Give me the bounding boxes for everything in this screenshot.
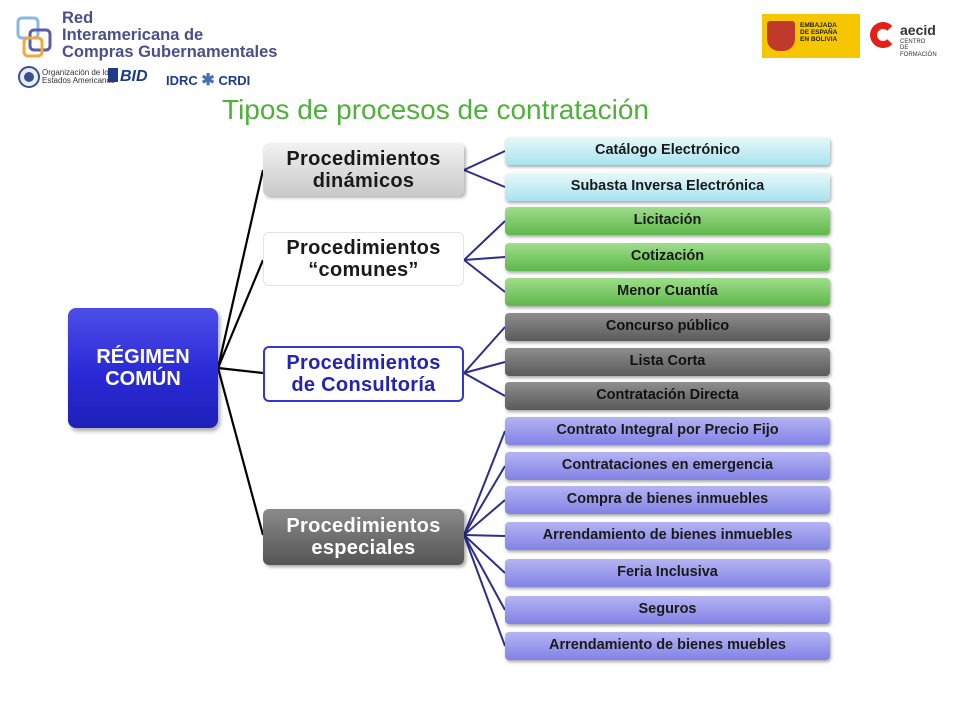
connector-cat1-leaf2 bbox=[463, 169, 506, 188]
leaf-seguros: Seguros bbox=[505, 596, 830, 624]
embajada-logo: EMBAJADA DE ESPAÑA EN BOLIVIA bbox=[762, 14, 860, 58]
page-title: Tipos de procesos de contratación bbox=[222, 94, 649, 125]
embajada-text: EMBAJADA DE ESPAÑA EN BOLIVIA bbox=[800, 22, 838, 43]
category-comunes: Procedimientos “comunes” bbox=[263, 232, 464, 286]
leaf-menor-cuantia: Menor Cuantía bbox=[505, 278, 830, 306]
category-consultoria: Procedimientos de Consultoría bbox=[263, 346, 464, 402]
logo-line-3: Compras Gubernamentales bbox=[62, 42, 278, 61]
connector-cat4-leaf1 bbox=[463, 430, 506, 536]
connector-cat4-leaf5 bbox=[463, 534, 506, 574]
logo-line-2: Interamericana de bbox=[62, 25, 204, 44]
category-especiales: Procedimientos especiales bbox=[263, 509, 464, 565]
leaf-feria-inclusiva: Feria Inclusiva bbox=[505, 559, 830, 587]
aecid-sub-line-1: CENTRO bbox=[900, 39, 926, 45]
category-line-2: de Consultoría bbox=[291, 374, 436, 396]
idrc-logo: IDRC ✱ CRDI bbox=[166, 70, 250, 90]
connector-cat4-leaf7 bbox=[463, 534, 506, 647]
bid-logo-icon bbox=[108, 68, 118, 82]
connector-root-cat3 bbox=[217, 366, 264, 375]
oea-seal-icon bbox=[18, 66, 40, 88]
connector-cat4-leaf2 bbox=[463, 465, 506, 536]
leaf-contrataciones-emergencia: Contrataciones en emergencia bbox=[505, 452, 830, 480]
aecid-text: aecid bbox=[900, 22, 936, 38]
leaf-arrendamiento-bienes-muebles: Arrendamiento de bienes muebles bbox=[505, 632, 830, 660]
embajada-line-2: DE ESPAÑA bbox=[800, 28, 838, 36]
leaf-arrendamiento-bienes-inmuebles: Arrendamiento de bienes inmuebles bbox=[505, 522, 830, 550]
connector-cat4-leaf6 bbox=[463, 534, 506, 611]
connector-cat3-leaf1 bbox=[463, 326, 506, 374]
leaf-licitacion: Licitación bbox=[505, 207, 830, 235]
leaf-cotizacion: Cotización bbox=[505, 243, 830, 271]
bid-text: BID bbox=[120, 68, 148, 85]
connector-cat2-leaf3 bbox=[463, 259, 506, 293]
root-node: RÉGIMEN COMÚN bbox=[68, 308, 218, 428]
leaf-lista-corta: Lista Corta bbox=[505, 348, 830, 376]
leaf-catalogo-electronico: Catálogo Electrónico bbox=[505, 137, 830, 165]
category-line-2: “comunes” bbox=[308, 259, 419, 281]
connector-cat4-leaf4 bbox=[463, 534, 506, 537]
crdi-text: CRDI bbox=[218, 73, 251, 88]
idrc-star-icon: ✱ bbox=[201, 72, 215, 89]
red-logo-text: Red Interamericana de Compras Gubernamen… bbox=[62, 10, 277, 60]
root-line-2: COMÚN bbox=[105, 368, 181, 390]
oea-text: Organización de los Estados Americanos bbox=[42, 68, 115, 86]
aecid-c-icon bbox=[870, 22, 896, 48]
leaf-concurso-publico: Concurso público bbox=[505, 313, 830, 341]
connector-cat2-leaf1 bbox=[463, 220, 506, 261]
embajada-line-3: EN BOLIVIA bbox=[800, 35, 838, 43]
connector-root-cat1 bbox=[216, 169, 265, 369]
category-line-1: Procedimientos bbox=[286, 237, 441, 259]
connector-cat2-leaf2 bbox=[463, 256, 506, 261]
category-line-2: especiales bbox=[311, 537, 416, 559]
connector-cat3-leaf2 bbox=[463, 361, 506, 374]
category-line-1: Procedimientos bbox=[286, 147, 441, 170]
category-line-1: Procedimientos bbox=[286, 515, 441, 537]
logo-line-1: Red bbox=[62, 9, 94, 27]
bid-logo: BID bbox=[108, 68, 148, 86]
category-dinamicos: Procedimientos dinámicos bbox=[263, 143, 464, 196]
connector-cat1-leaf1 bbox=[463, 150, 506, 171]
category-line-1: Procedimientos bbox=[286, 352, 441, 374]
oea-line-2: Estados Americanos bbox=[42, 76, 115, 86]
leaf-contratacion-directa: Contratación Directa bbox=[505, 382, 830, 410]
root-line-1: RÉGIMEN bbox=[96, 346, 190, 368]
leaf-subasta-inversa: Subasta Inversa Electrónica bbox=[505, 173, 830, 201]
oea-line-1: Organización de los bbox=[42, 68, 113, 77]
aecid-sub: CENTRO DE FORMACIÓN bbox=[900, 39, 942, 58]
connector-root-cat4 bbox=[216, 367, 265, 536]
red-logo-icon bbox=[16, 16, 60, 60]
aecid-sub-line-2: DE FORMACIÓN bbox=[900, 45, 937, 58]
aecid-logo: aecid CENTRO DE FORMACIÓN bbox=[862, 14, 942, 58]
leaf-compra-bienes-inmuebles: Compra de bienes inmuebles bbox=[505, 486, 830, 514]
idrc-text: IDRC bbox=[166, 73, 198, 88]
leaf-contrato-integral: Contrato Integral por Precio Fijo bbox=[505, 417, 830, 445]
connector-root-cat2 bbox=[216, 259, 265, 369]
connector-cat3-leaf3 bbox=[463, 372, 506, 397]
embajada-line-1: EMBAJADA bbox=[800, 22, 837, 29]
connector-cat4-leaf3 bbox=[463, 499, 506, 536]
spain-coat-of-arms-icon bbox=[767, 21, 795, 51]
category-line-2: dinámicos bbox=[312, 169, 415, 192]
